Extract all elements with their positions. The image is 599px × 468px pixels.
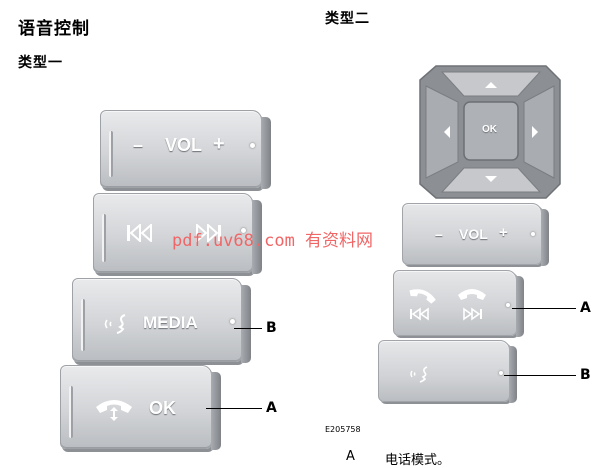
media-label: MEDIA (143, 313, 198, 332)
vol-label: VOL (165, 135, 203, 155)
phone-answer-seek-back-icon (409, 289, 436, 321)
vol-plus-label-2: + (499, 224, 508, 241)
type2-heading: 类型二 (325, 11, 370, 27)
dpad-left-pad (425, 85, 459, 179)
figure-id: E205758 (325, 425, 361, 434)
dpad-right-pad (523, 85, 555, 179)
seek-back-icon (127, 224, 152, 242)
vol-button-2[interactable]: – VOL + (402, 203, 549, 266)
seek-forward-icon (196, 224, 221, 242)
seek-button[interactable] (93, 193, 262, 274)
vol-minus-label: – (133, 135, 144, 155)
callout-b-leader-1 (234, 328, 262, 329)
phone-hangup-seek-forward-icon (458, 289, 486, 321)
callout-a-leader-1 (206, 408, 262, 409)
dpad[interactable] (412, 64, 564, 200)
callout-b-1: B (266, 320, 277, 336)
callout-a-leader-2 (512, 308, 576, 309)
voice-button[interactable] (378, 340, 517, 403)
phone-seek-button[interactable] (393, 270, 524, 337)
vol-label-2: VOL (459, 226, 488, 242)
callout-b-leader-2 (504, 375, 576, 376)
type1-heading: 类型一 (18, 55, 63, 71)
watermark: pdf.uv68.com 有资料网 (172, 231, 374, 251)
legend-a-text: 电话模式。 (385, 453, 451, 468)
phone-icon (96, 400, 132, 421)
arrow-up-icon (485, 82, 497, 88)
page-title: 语音控制 (18, 19, 90, 39)
vol-minus-label-2: – (435, 226, 443, 242)
legend-a-letter: A (346, 449, 355, 464)
arrow-right-icon (532, 126, 538, 138)
vol-plus-label: + (213, 133, 225, 155)
arrow-left-icon (444, 126, 450, 138)
media-button[interactable]: MEDIA (72, 278, 251, 363)
dpad-ok-button (463, 101, 519, 161)
voice-icon (104, 314, 126, 334)
ok-label: OK (149, 398, 176, 418)
phone-ok-button[interactable]: OK (60, 365, 221, 450)
vol-button[interactable]: – VOL + (100, 110, 271, 189)
callout-b-2: B (580, 367, 591, 383)
dpad-ok-label: OK (482, 124, 497, 135)
arrow-down-icon (485, 176, 497, 182)
callout-a-2: A (580, 300, 591, 316)
voice-icon-2 (410, 366, 428, 383)
callout-a-1: A (266, 400, 277, 416)
